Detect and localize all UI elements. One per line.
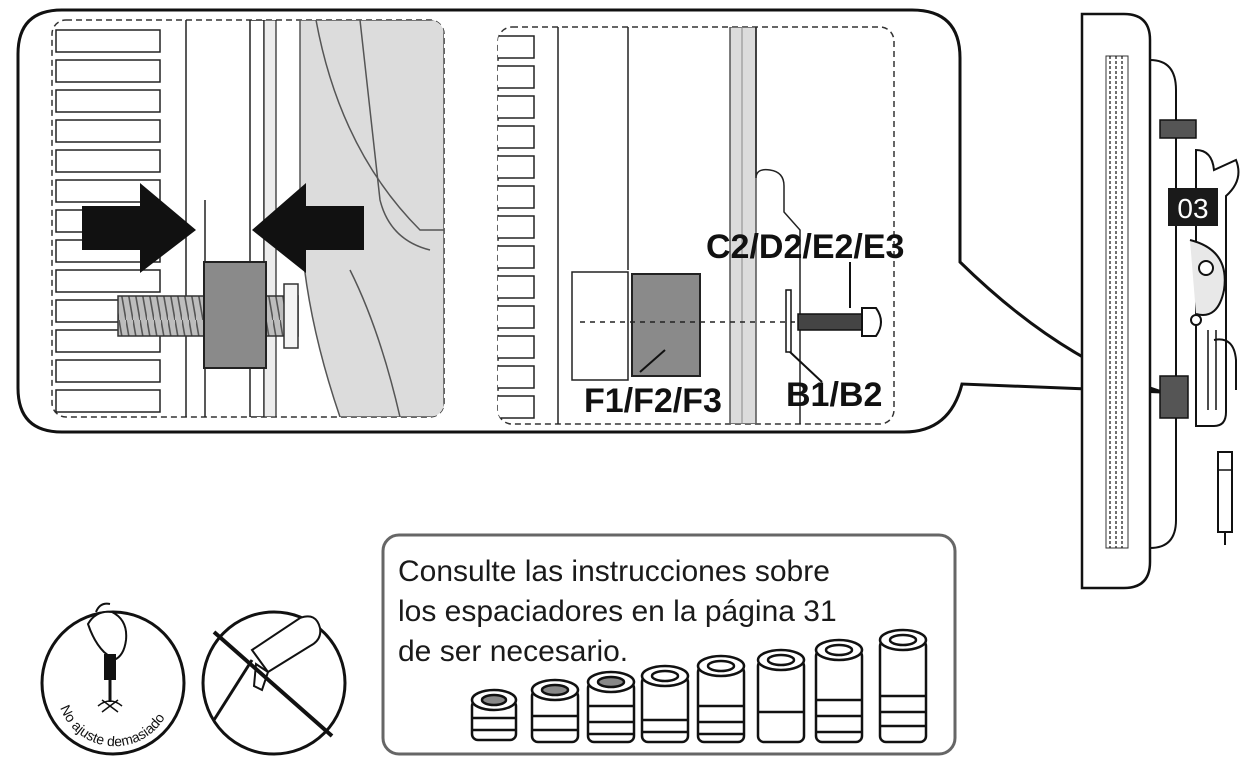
note-line-2: los espaciadores en la página 31 xyxy=(398,595,837,628)
note-line-3: de ser necesario. xyxy=(398,635,629,668)
no-power-drill-icon xyxy=(201,610,347,756)
spacer-instructions-note: Consulte las instrucciones sobre los esp… xyxy=(398,552,938,672)
screw-label: C2/D2/E2/E3 xyxy=(706,228,904,266)
tv-side-view: 03 xyxy=(1080,12,1240,590)
spacer-label: F1/F2/F3 xyxy=(584,382,722,420)
push-arrow-left-icon xyxy=(252,183,364,273)
step-badge xyxy=(1168,188,1218,226)
screw xyxy=(797,313,863,331)
prohibited-slash xyxy=(212,630,334,738)
spacer-set-icon xyxy=(470,628,928,744)
spacer-note-box xyxy=(381,533,957,756)
spacer-block xyxy=(203,261,267,369)
left-detail-inset xyxy=(51,19,445,418)
step-badge-number: 03 xyxy=(1177,193,1208,224)
washer-label: B1/B2 xyxy=(786,376,882,414)
spacer-f-block xyxy=(631,273,701,377)
push-arrow-right-icon xyxy=(82,183,196,273)
hand-screwdriver-icon xyxy=(40,602,186,756)
washer xyxy=(785,289,792,353)
note-line-1: Consulte las instrucciones sobre xyxy=(398,555,830,588)
tv-vent-slots-right xyxy=(498,35,535,419)
right-detail-inset xyxy=(497,26,895,425)
